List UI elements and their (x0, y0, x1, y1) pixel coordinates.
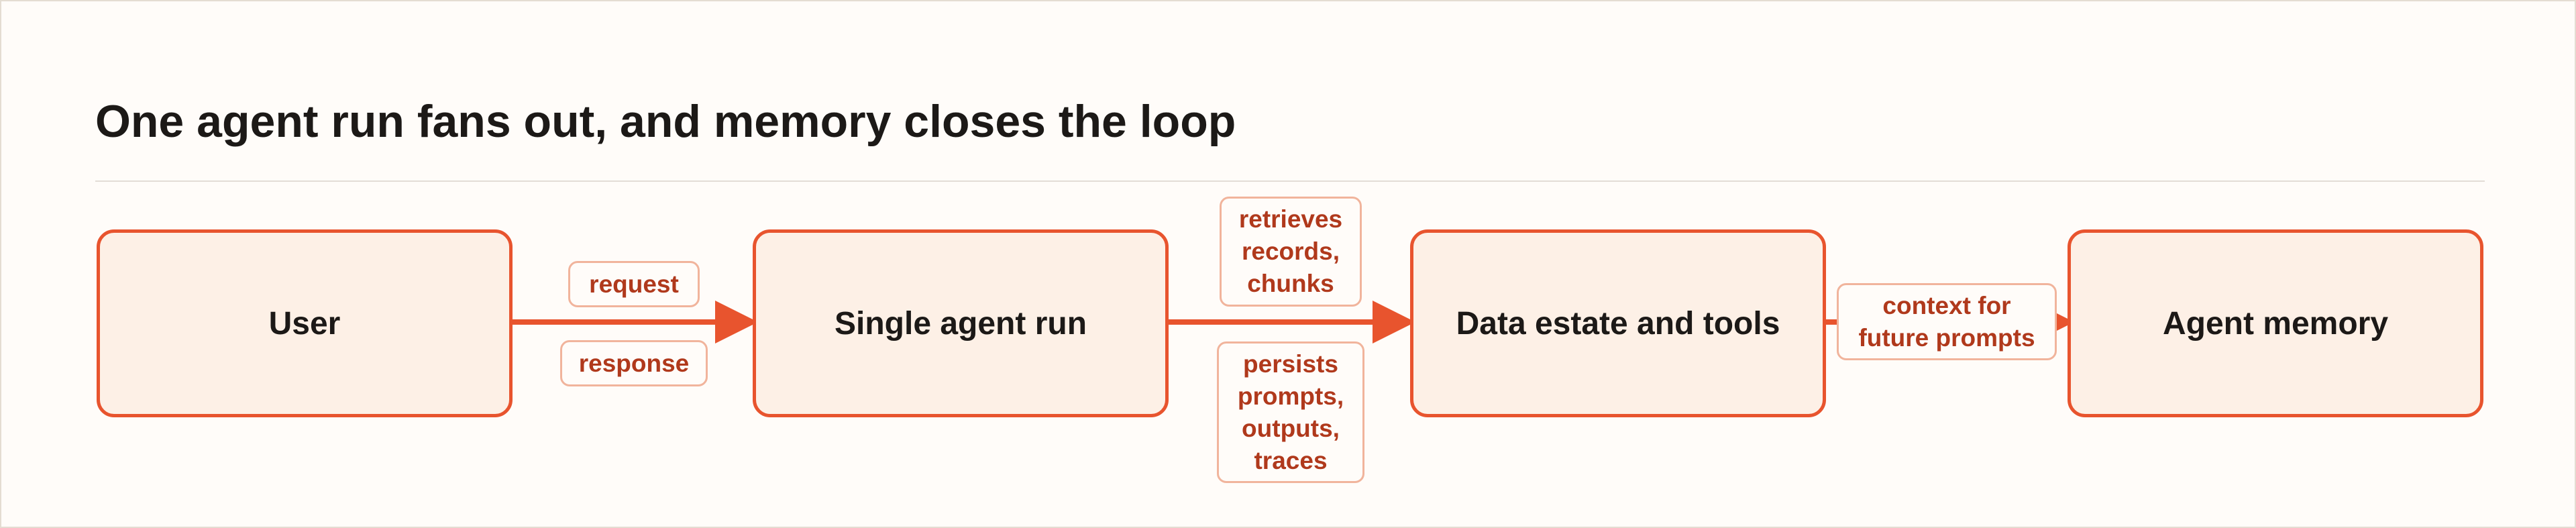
edge-label-retrieves: retrieves records, chunks (1220, 197, 1362, 307)
edge-label-persists: persists prompts, outputs, traces (1217, 341, 1364, 483)
node-agent-memory: Agent memory (2068, 229, 2483, 417)
edge-label-context: context for future prompts (1837, 283, 2057, 360)
node-data-tools: Data estate and tools (1410, 229, 1826, 417)
title-divider (95, 180, 2485, 182)
diagram-title: One agent run fans out, and memory close… (95, 96, 1236, 147)
node-user-label: User (268, 305, 341, 341)
node-agent-run: Single agent run (753, 229, 1169, 417)
node-data-tools-label: Data estate and tools (1456, 305, 1780, 341)
node-agent-run-label: Single agent run (834, 305, 1087, 341)
edge-label-request: request (568, 261, 700, 307)
edge-label-response: response (560, 340, 708, 386)
node-user: User (97, 229, 513, 417)
node-agent-memory-label: Agent memory (2162, 305, 2389, 341)
